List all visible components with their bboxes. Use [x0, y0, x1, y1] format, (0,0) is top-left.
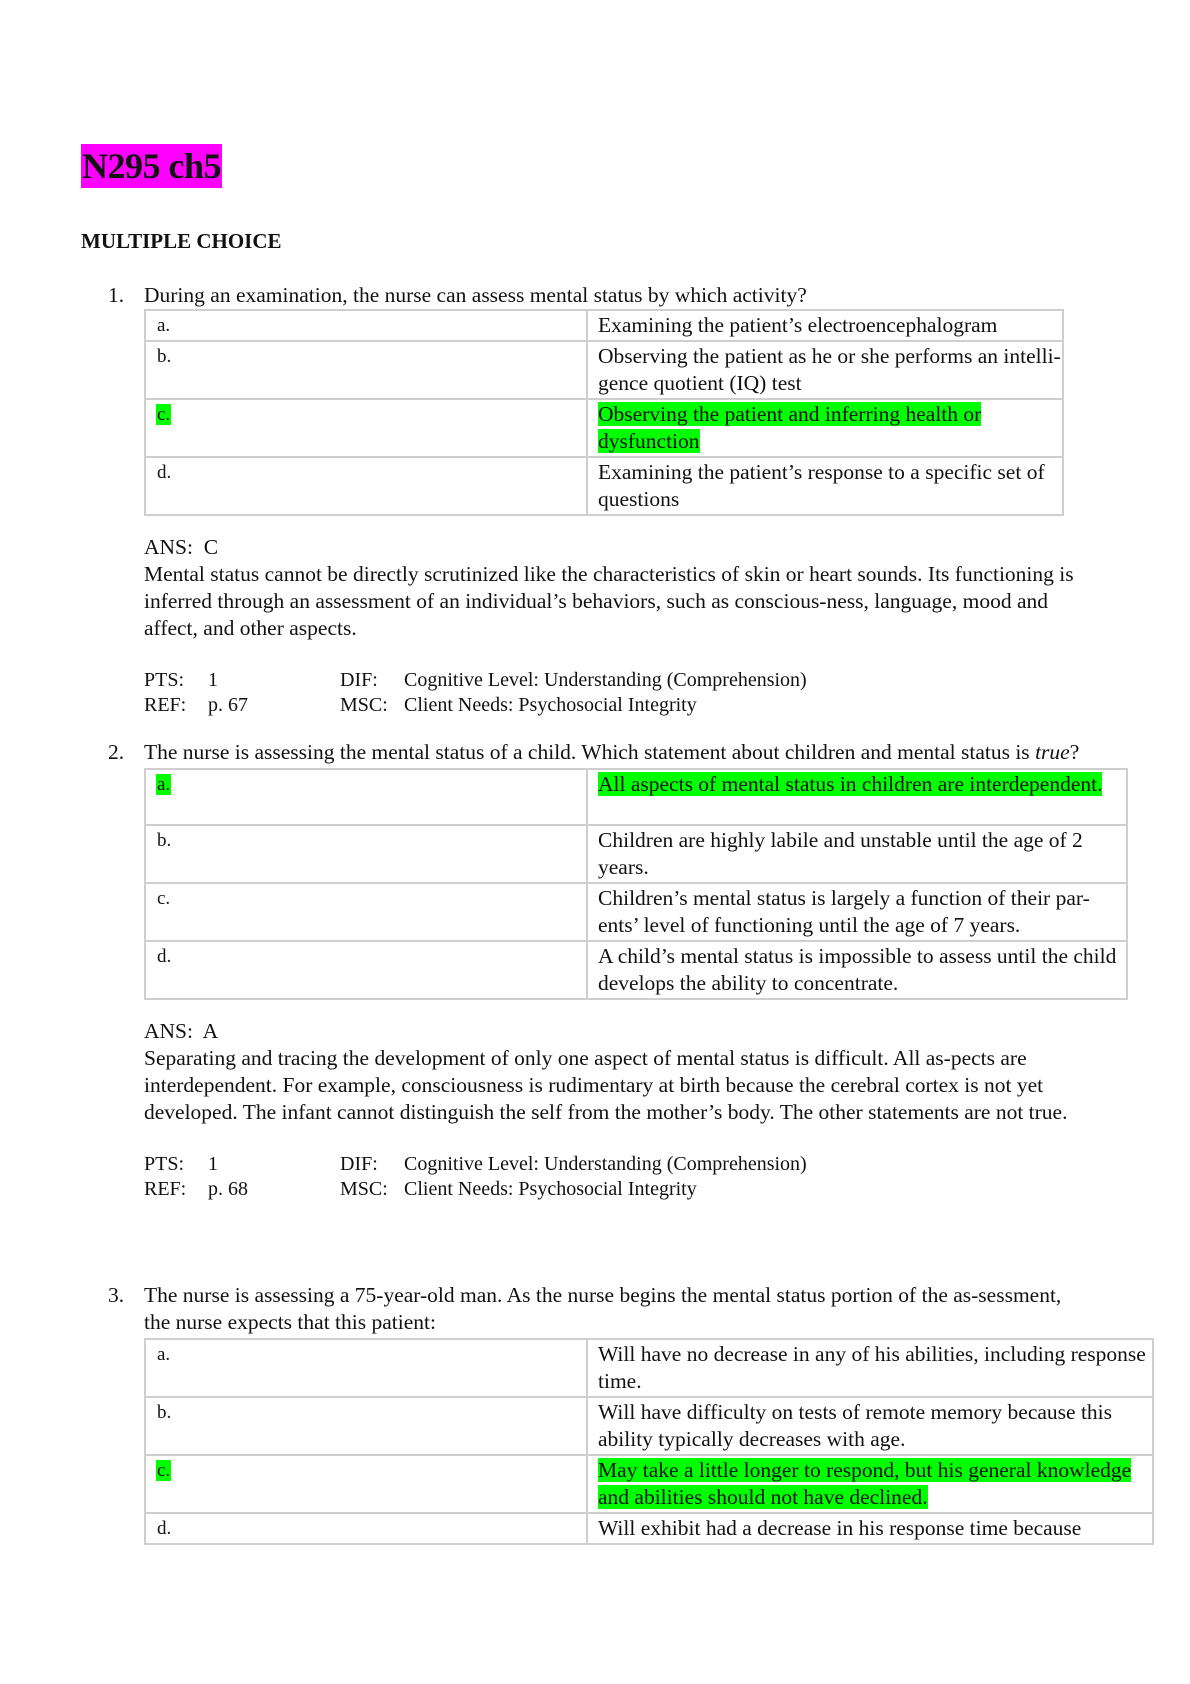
- choice-text: Will have no decrease in any of his abil…: [586, 1338, 1154, 1398]
- question-1: 1. During an examination, the nurse can …: [0, 282, 1190, 718]
- choice-text: Examining the patient’s electroencephalo…: [586, 309, 1064, 342]
- question-stem: 1. During an examination, the nurse can …: [0, 282, 1190, 309]
- question-number: 2.: [108, 740, 125, 764]
- choice-letter: c.: [144, 1454, 588, 1514]
- dif-value: Cognitive Level: Understanding (Comprehe…: [404, 669, 807, 691]
- document-title: N295 ch5: [81, 144, 222, 188]
- choice-row[interactable]: d. Examining the patient’s response to a…: [144, 456, 1064, 516]
- choices-table: a. Will have no decrease in any of his a…: [144, 1338, 1154, 1545]
- question-meta: PTS: 1 DIF: Cognitive Level: Understandi…: [144, 1152, 1190, 1202]
- msc-label: MSC:: [340, 1178, 388, 1200]
- question-text: The nurse is assessing the mental status…: [144, 740, 1080, 764]
- rationale: Separating and tracing the development o…: [144, 1046, 1068, 1124]
- pts-label: PTS:: [144, 669, 185, 691]
- choice-letter: c.: [144, 398, 588, 458]
- choice-row[interactable]: b. Will have difficulty on tests of remo…: [144, 1396, 1154, 1456]
- msc-value: Client Needs: Psychosocial Integrity: [404, 1178, 697, 1200]
- choice-letter: a.: [144, 309, 588, 342]
- answer-value: A: [202, 1019, 219, 1043]
- choice-text: Observing the patient and inferring heal…: [586, 398, 1064, 458]
- question-stem: 3. The nurse is assessing a 75-year-old …: [0, 1282, 1190, 1336]
- question-text: The nurse is assessing a 75-year-old man…: [144, 1283, 1062, 1334]
- stem-text: During an examination, the nurse can ass…: [144, 283, 807, 307]
- question-stem: 2. The nurse is assessing the mental sta…: [0, 739, 1190, 766]
- choice-row[interactable]: d. Will exhibit had a decrease in his re…: [144, 1512, 1154, 1545]
- pts-value: 1: [208, 1153, 218, 1175]
- question-number: 1.: [108, 283, 125, 307]
- question-meta: PTS: 1 DIF: Cognitive Level: Understandi…: [144, 668, 1190, 718]
- choice-text: Children’s mental status is largely a fu…: [586, 882, 1128, 942]
- choice-letter: a.: [144, 768, 588, 826]
- dif-label: DIF:: [340, 1153, 378, 1175]
- question-number: 3.: [108, 1283, 125, 1307]
- choice-row[interactable]: c. Children’s mental status is largely a…: [144, 882, 1128, 942]
- choice-letter: a.: [144, 1338, 588, 1398]
- question-2: 2. The nurse is assessing the mental sta…: [0, 739, 1190, 1202]
- choice-letter: d.: [144, 456, 588, 516]
- pts-value: 1: [208, 669, 218, 691]
- choice-row[interactable]: d. A child’s mental status is impossible…: [144, 940, 1128, 1000]
- choices-table: a. Examining the patient’s electroenceph…: [144, 309, 1064, 516]
- choices-table: a. All aspects of mental status in child…: [144, 768, 1128, 1000]
- pts-label: PTS:: [144, 1153, 185, 1175]
- question-text: During an examination, the nurse can ass…: [144, 282, 1084, 309]
- choice-row[interactable]: a. Will have no decrease in any of his a…: [144, 1338, 1154, 1398]
- ref-value: p. 67: [208, 694, 248, 716]
- choice-text: Observing the patient as he or she perfo…: [586, 340, 1064, 400]
- rationale: Mental status cannot be directly scrutin…: [144, 562, 1074, 640]
- choice-letter: b.: [144, 1396, 588, 1456]
- choice-text: Will exhibit had a decrease in his respo…: [586, 1512, 1154, 1545]
- choice-row-correct[interactable]: c. May take a little longer to respond, …: [144, 1454, 1154, 1514]
- choice-text: A child’s mental status is impossible to…: [586, 940, 1128, 1000]
- choice-letter: d.: [144, 1512, 588, 1545]
- choice-text: Children are highly labile and unstable …: [586, 824, 1128, 884]
- answer-line: ANS: A: [144, 1019, 219, 1043]
- ref-label: REF:: [144, 1178, 187, 1200]
- ref-value: p. 68: [208, 1178, 248, 1200]
- choice-text: Examining the patient’s response to a sp…: [586, 456, 1064, 516]
- answer-line: ANS: C: [144, 535, 219, 559]
- choice-text: All aspects of mental status in children…: [586, 768, 1128, 826]
- msc-label: MSC:: [340, 694, 388, 716]
- section-heading: MULTIPLE CHOICE: [81, 229, 282, 253]
- choice-row[interactable]: a. Examining the patient’s electroenceph…: [144, 309, 1064, 342]
- msc-value: Client Needs: Psychosocial Integrity: [404, 694, 697, 716]
- question-3: 3. The nurse is assessing a 75-year-old …: [0, 1282, 1190, 1545]
- dif-value: Cognitive Level: Understanding (Comprehe…: [404, 1153, 807, 1175]
- choice-letter: b.: [144, 340, 588, 400]
- choice-letter: d.: [144, 940, 588, 1000]
- choice-letter: c.: [144, 882, 588, 942]
- choice-letter: b.: [144, 824, 588, 884]
- ref-label: REF:: [144, 694, 187, 716]
- choice-text: May take a little longer to respond, but…: [586, 1454, 1154, 1514]
- choice-text: Will have difficulty on tests of remote …: [586, 1396, 1154, 1456]
- dif-label: DIF:: [340, 669, 378, 691]
- choice-row-correct[interactable]: c. Observing the patient and inferring h…: [144, 398, 1064, 458]
- choice-row[interactable]: b. Children are highly labile and unstab…: [144, 824, 1128, 884]
- choice-row-correct[interactable]: a. All aspects of mental status in child…: [144, 768, 1128, 826]
- answer-value: C: [203, 535, 219, 559]
- choice-row[interactable]: b. Observing the patient as he or she pe…: [144, 340, 1064, 400]
